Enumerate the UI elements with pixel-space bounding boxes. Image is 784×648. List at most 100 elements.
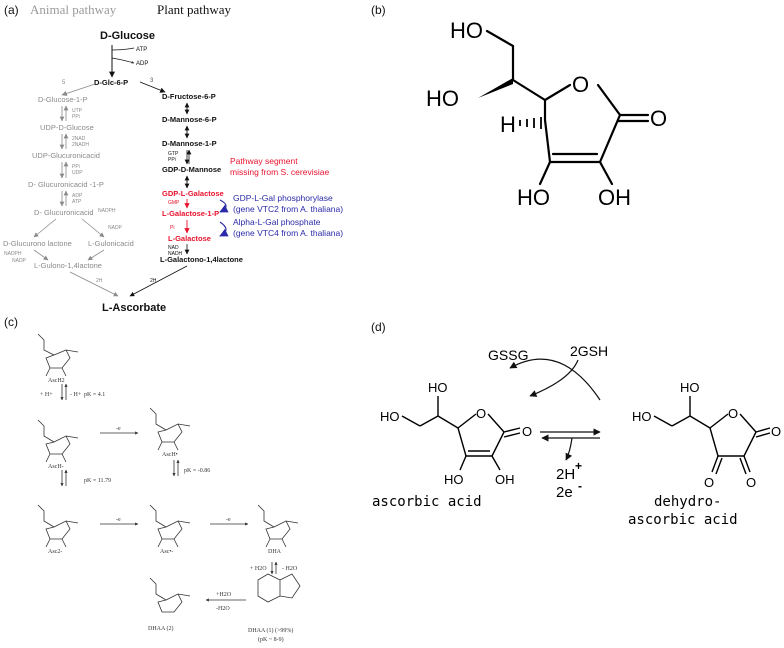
panel-c-labels: AscH2 AscH- AscH• Asc2- Asc•- DHA DHAA (… xyxy=(40,378,298,643)
step-label: +H2O xyxy=(216,592,232,598)
panel-b-label: (b) xyxy=(371,3,386,17)
l-ascorbate-label: L-Ascorbate xyxy=(102,302,166,314)
cofactor-label: GMP xyxy=(168,200,180,206)
adp-label: ADP xyxy=(136,61,148,67)
animal-step: D-Glucose-1-P xyxy=(38,95,88,104)
plant-arrows xyxy=(129,102,192,297)
atom-o-carbonyl: O xyxy=(650,106,667,131)
cofactor-label: UDP xyxy=(72,170,83,176)
cofactor-label: NADPH xyxy=(98,208,116,214)
dehydroascorbic-acid-atoms: HO HO O O O O xyxy=(632,380,781,490)
species-label: AscH- xyxy=(48,464,64,470)
cofactor-label: 2NADH xyxy=(72,142,89,148)
enzyme-5-label: 5 xyxy=(62,80,66,86)
animal-pathway: D-Glucose-1-P UDP-D-Glucose UDP-Glucuron… xyxy=(3,95,134,270)
red-note-line2: missing from S. cerevisiae xyxy=(230,167,329,177)
plant-pathway-header: Plant pathway xyxy=(157,2,232,17)
dehydro-name-line2: ascorbic acid xyxy=(628,512,738,528)
enzyme-3-label: 3 xyxy=(150,78,154,84)
h-plus-label: 2H xyxy=(556,466,575,483)
species-label: Asc•- xyxy=(160,549,173,555)
cofactor-label: NAD xyxy=(168,245,179,251)
step-label: -e xyxy=(116,517,121,523)
cofactor-label: 2H xyxy=(96,278,103,284)
atom-label: OH xyxy=(495,472,515,487)
atom-ho-top: HO xyxy=(450,18,483,43)
adp-curve xyxy=(111,57,135,64)
cofactor-label: 2H xyxy=(150,278,157,284)
atp-label: ATP xyxy=(136,47,147,53)
plant-step-red: GDP-L-Galactose xyxy=(162,189,224,198)
gsh-label: 2GSH xyxy=(570,343,608,359)
plant-step-red: L-Galactose xyxy=(168,234,211,243)
cofactor-label: NADP xyxy=(108,225,123,231)
cofactor-label: PPi xyxy=(72,114,80,120)
animal-step: UDP-Glucuronicacid xyxy=(32,151,100,160)
atom-label: HO xyxy=(632,409,652,424)
atom-h: H xyxy=(500,112,516,137)
cofactor-label: UTP xyxy=(72,108,83,114)
cofactor-label: GTP xyxy=(168,151,179,157)
d-glucose-label: D-Glucose xyxy=(100,30,155,42)
atom-label: O xyxy=(728,406,738,421)
proton-release-arrow xyxy=(565,437,573,461)
plant-step: GDP-D-Mannose xyxy=(162,165,221,174)
atom-o-ring: O xyxy=(572,72,589,97)
red-note-line1: Pathway segment xyxy=(230,156,298,166)
cofactor-label: NADPH xyxy=(4,251,22,257)
dehydroascorbic-acid-structure xyxy=(653,396,771,475)
atom-label: O xyxy=(522,424,532,439)
cofactor-label: ATP xyxy=(72,199,82,205)
atom-label: O xyxy=(746,475,756,490)
hash-bond xyxy=(519,117,542,129)
animal-step: D- Glucuronicacid -1-P xyxy=(28,180,104,189)
plant-step: D-Fructose-6-P xyxy=(162,92,216,101)
step-label: + H+ xyxy=(40,392,53,398)
panel-b: (b) HO HO H O xyxy=(371,3,667,210)
step-label: pK = -0.86 xyxy=(184,468,210,474)
atom-label: O xyxy=(771,424,781,439)
h-plus-sign: + xyxy=(575,459,582,473)
blue-note2-line1: Alpha-L-Gal phosphate xyxy=(233,217,321,227)
blue-note2-line2: (gene VTC4 from A. thaliana) xyxy=(233,228,343,238)
step-label: - H+ xyxy=(70,392,82,398)
electron-label: 2e xyxy=(556,484,573,501)
panel-c-structures xyxy=(37,333,301,613)
atom-oh-bottom-right: OH xyxy=(598,185,631,210)
atom-ho-left: HO xyxy=(426,86,459,111)
plant-cofactors: GTP PPi GMP Pi NAD NADH 2H xyxy=(150,151,183,284)
step-label: pK = 4.1 xyxy=(84,392,105,398)
ascorbic-acid-name: ascorbic acid xyxy=(372,494,482,510)
cofactor-label: ADP xyxy=(72,193,83,199)
plant-pathway: D-Fructose-6-P D-Mannose-6-P D-Mannose-1… xyxy=(160,92,243,264)
blue-note1-line1: GDP-L-Gal phosphorylase xyxy=(233,193,333,203)
species-label: DHA xyxy=(268,549,282,555)
cofactor-label: 2NAD xyxy=(72,136,86,142)
glc6p-to-animal-arrow xyxy=(61,83,96,97)
animal-step: L-Gulono-1,4lactone xyxy=(34,261,102,270)
animal-step: L-Gulonicacid xyxy=(88,239,134,248)
dehydro-name-line1: dehydro- xyxy=(654,494,721,510)
species-label: Asc2- xyxy=(48,549,62,555)
step-label: -e xyxy=(116,426,121,432)
atom-label: HO xyxy=(680,380,700,395)
atom-label: O xyxy=(704,475,714,490)
cofactor-label: PPi xyxy=(72,164,80,170)
ascorbic-acid-d-structure xyxy=(401,396,521,471)
animal-step: D- Glucuronicacid xyxy=(34,208,94,217)
atp-curve xyxy=(111,47,135,51)
species-label: AscH• xyxy=(162,452,178,458)
panel-a-label: (a) xyxy=(4,3,19,17)
panel-a: (a) Animal pathway Plant pathway D-Gluco… xyxy=(3,2,343,314)
gsh-to-gssg-arrow xyxy=(509,358,601,401)
plant-step: D-Mannose-6-P xyxy=(162,115,217,124)
electron-sign: - xyxy=(578,479,582,493)
step-label: + H2O xyxy=(250,566,267,572)
blue-bracket-2 xyxy=(219,221,229,237)
glc6p-label: D-Glc-6-P xyxy=(94,78,128,87)
cofactor-label: PPi xyxy=(168,157,176,163)
panel-d-label: (d) xyxy=(371,320,386,334)
panel-c: (c) xyxy=(4,315,301,643)
animal-arrows xyxy=(33,105,119,297)
step-label: -e xyxy=(226,517,231,523)
